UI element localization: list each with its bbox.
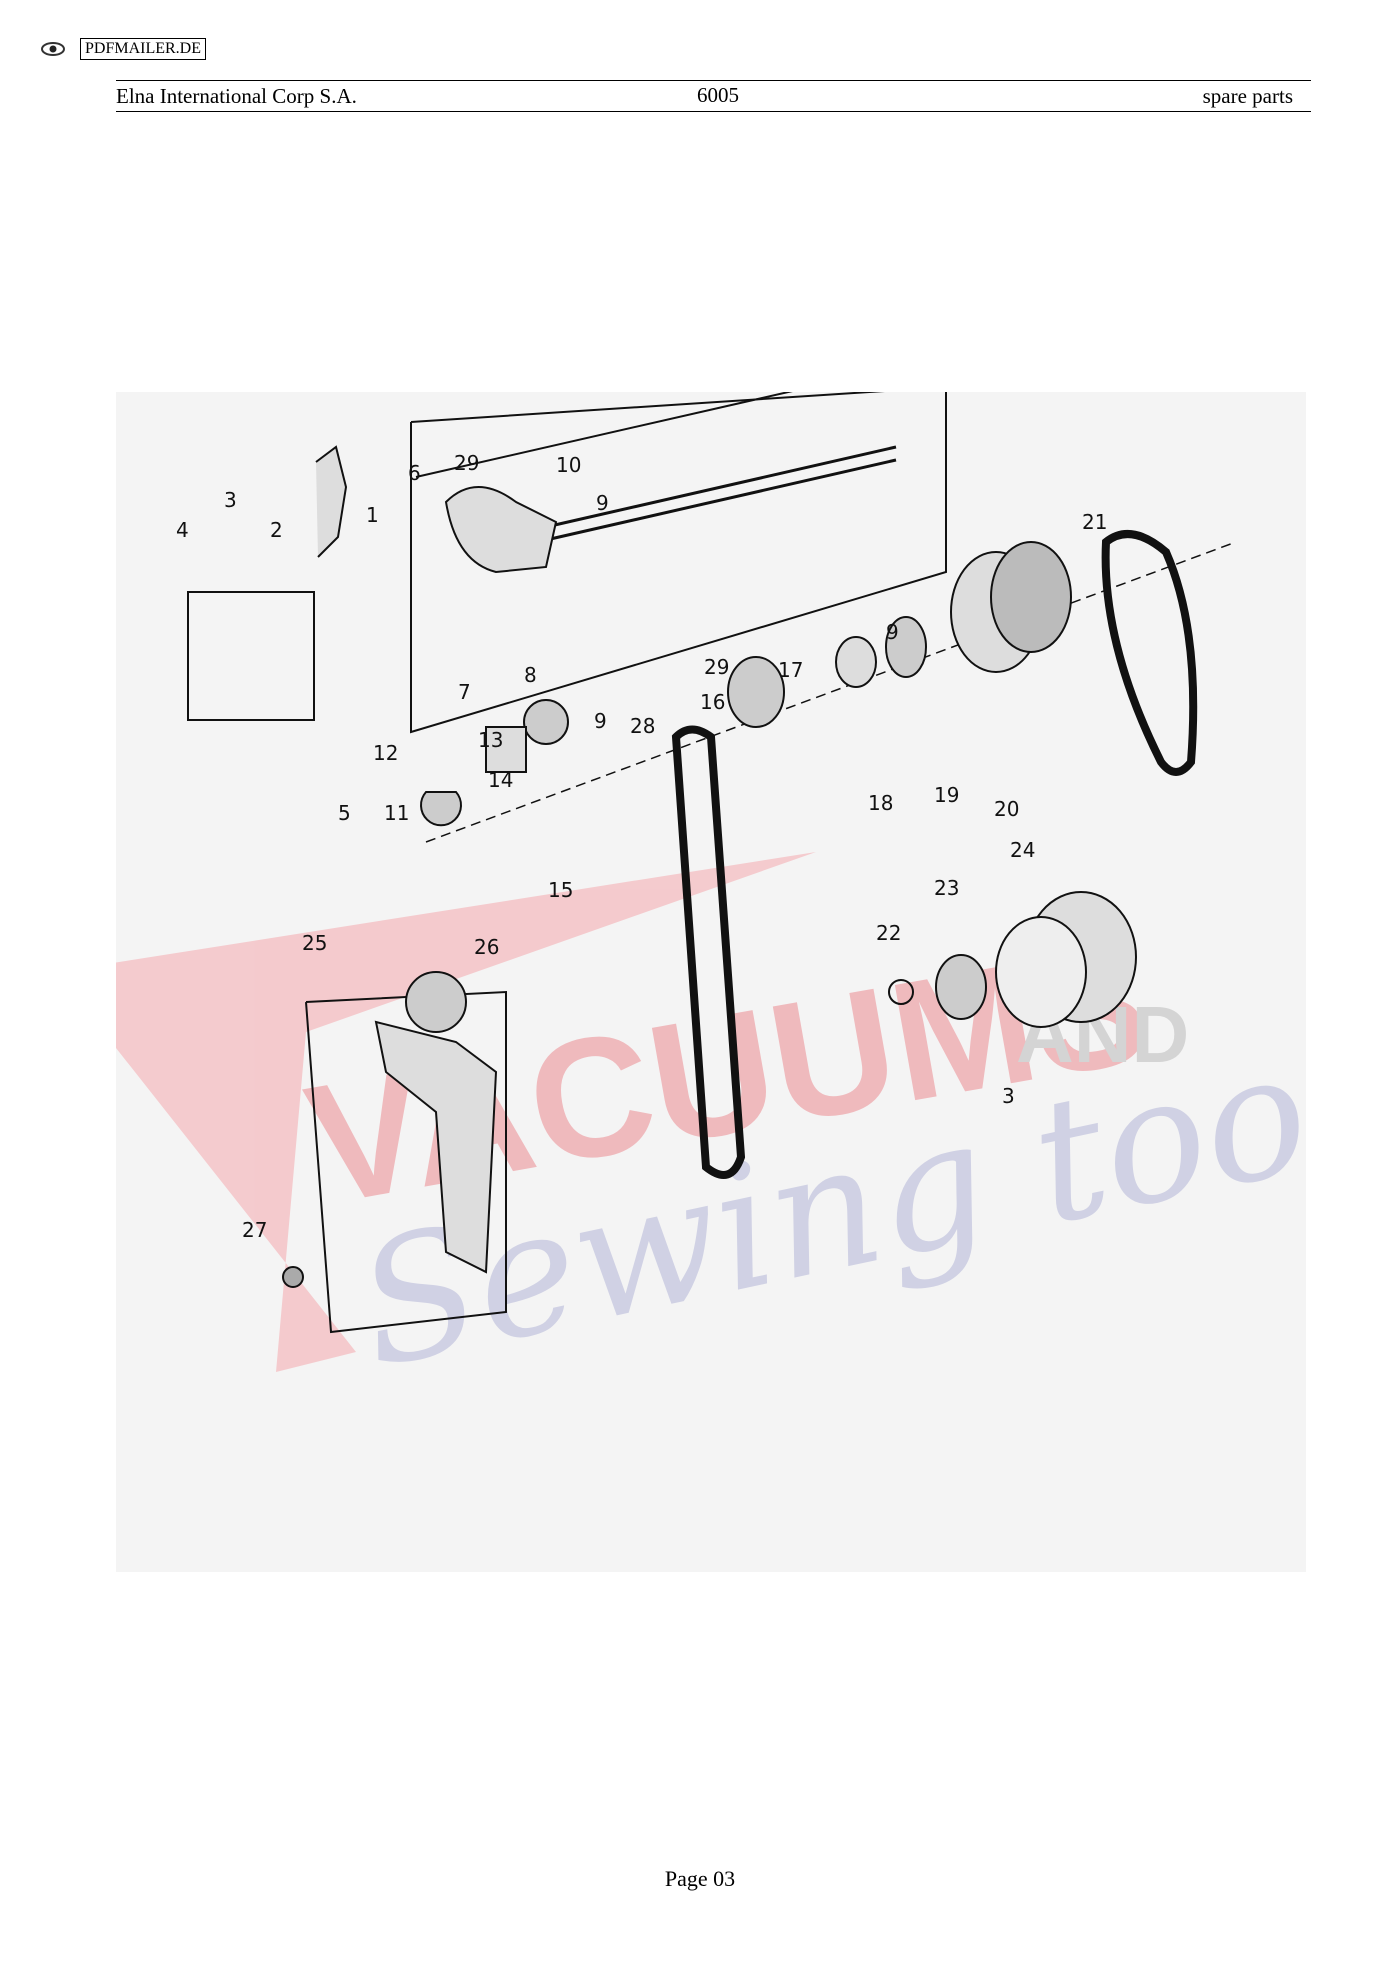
crank-part bbox=[444, 486, 558, 574]
part-label-3b: 3 bbox=[1002, 1084, 1015, 1108]
part-label-10: 10 bbox=[556, 453, 581, 477]
part-label-24: 24 bbox=[1010, 838, 1035, 862]
part-label-16: 16 bbox=[700, 690, 725, 714]
part-label-20: 20 bbox=[994, 797, 1019, 821]
section-title: spare parts bbox=[1202, 83, 1293, 108]
part-label-14: 14 bbox=[488, 768, 513, 792]
part-label-3: 3 bbox=[224, 488, 237, 512]
part-label-17: 17 bbox=[778, 658, 803, 682]
part-labels: 1 2 3 4 5 6 7 8 9 10 11 12 13 14 15 16 1… bbox=[176, 451, 1107, 1242]
part-label-2: 2 bbox=[270, 518, 283, 542]
part-label-5: 5 bbox=[338, 801, 351, 825]
lever-frame bbox=[187, 591, 315, 721]
part-label-15: 15 bbox=[548, 878, 573, 902]
part-label-8: 8 bbox=[524, 663, 537, 687]
part-label-4: 4 bbox=[176, 518, 189, 542]
page-number: Page 03 bbox=[664, 1866, 736, 1891]
part-label-27: 27 bbox=[242, 1218, 267, 1242]
shaft-frame bbox=[410, 392, 947, 734]
part-label-12: 12 bbox=[373, 741, 398, 765]
part-label-9c: 9 bbox=[594, 709, 607, 733]
part-label-23: 23 bbox=[934, 876, 959, 900]
part-label-6: 6 bbox=[408, 461, 421, 485]
exploded-parts-diagram: VACUUMS AND Sewing too bbox=[116, 392, 1306, 1572]
part-label-9: 9 bbox=[596, 491, 609, 515]
pdfmailer-badge[interactable]: PDFMAILER.DE bbox=[80, 38, 207, 60]
part-label-18: 18 bbox=[868, 791, 893, 815]
part-label-7: 7 bbox=[458, 680, 471, 704]
part-label-1: 1 bbox=[366, 503, 379, 527]
part-label-29: 29 bbox=[454, 451, 479, 475]
part-label-19: 19 bbox=[934, 783, 959, 807]
company-name: Elna International Corp S.A. bbox=[116, 83, 357, 108]
part-label-22: 22 bbox=[876, 921, 901, 945]
part-label-11: 11 bbox=[384, 801, 409, 825]
top-bar: PDFMAILER.DE bbox=[40, 38, 207, 60]
part-label-9b: 9 bbox=[886, 620, 899, 644]
part-label-29b: 29 bbox=[704, 655, 729, 679]
part-label-26: 26 bbox=[474, 935, 499, 959]
eye-icon bbox=[41, 42, 65, 56]
part-label-25: 25 bbox=[302, 931, 327, 955]
part-label-13: 13 bbox=[478, 728, 503, 752]
page-header: Elna International Corp S.A. 6005 spare … bbox=[116, 80, 1311, 112]
model-number: 6005 bbox=[697, 83, 739, 107]
part-label-21: 21 bbox=[1082, 510, 1107, 534]
part-label-28: 28 bbox=[630, 714, 655, 738]
